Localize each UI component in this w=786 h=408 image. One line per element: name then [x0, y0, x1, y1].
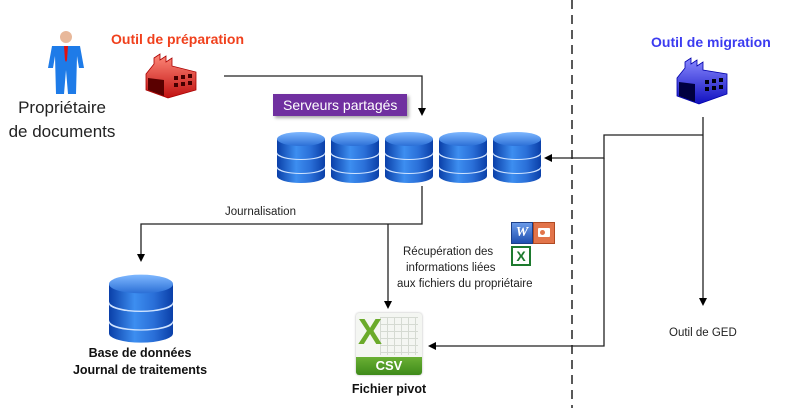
database-label-line2: Journal de traitements — [72, 363, 208, 377]
database-label: Base de données Journal de traitements — [60, 345, 220, 379]
arrow-migration-to-pivot — [428, 158, 605, 350]
csv-file-icon: X CSV — [356, 313, 422, 375]
server-database-icon — [437, 130, 489, 184]
word-icon: W — [511, 222, 533, 244]
arrow-migration-to-servers — [544, 134, 703, 162]
migration-tool-factory-icon — [676, 57, 728, 105]
database-label-line1: Base de données — [88, 346, 192, 360]
owner-label-line2: de documents — [8, 122, 116, 141]
shared-servers-group — [275, 130, 550, 185]
ged-tool-label: Outil de GED — [669, 327, 737, 339]
prep-tool-label: Outil de préparation — [111, 31, 245, 47]
server-database-icon — [275, 130, 327, 184]
server-database-icon — [383, 130, 435, 184]
retrieval-label-line1: Récupération des — [403, 246, 494, 258]
powerpoint-icon — [533, 222, 555, 244]
pivot-file-label: Fichier pivot — [351, 382, 427, 396]
prep-tool-factory-icon — [145, 53, 197, 99]
csv-badge: CSV — [356, 357, 422, 375]
arrow-servers-to-database — [137, 186, 423, 262]
arrow-prep-to-servers — [224, 75, 426, 116]
excel-icon: X — [511, 246, 531, 266]
owner-label-line1: Propriétaire — [18, 98, 106, 117]
retrieval-label-line3: aux fichiers du propriétaire — [397, 278, 533, 290]
server-database-icon — [329, 130, 381, 184]
owner-node: Propriétaire de documents — [9, 30, 120, 141]
retrieval-label: Récupération des informations liées aux … — [397, 244, 533, 292]
server-database-icon — [491, 130, 543, 184]
retrieval-label-line2: informations liées — [406, 262, 496, 274]
journal-database-icon — [106, 272, 176, 344]
migration-tool-label: Outil de migration — [651, 34, 771, 50]
shared-servers-label: Serveurs partagés — [273, 94, 408, 116]
logging-label: Journalisation — [225, 206, 296, 218]
person-icon — [48, 31, 84, 94]
